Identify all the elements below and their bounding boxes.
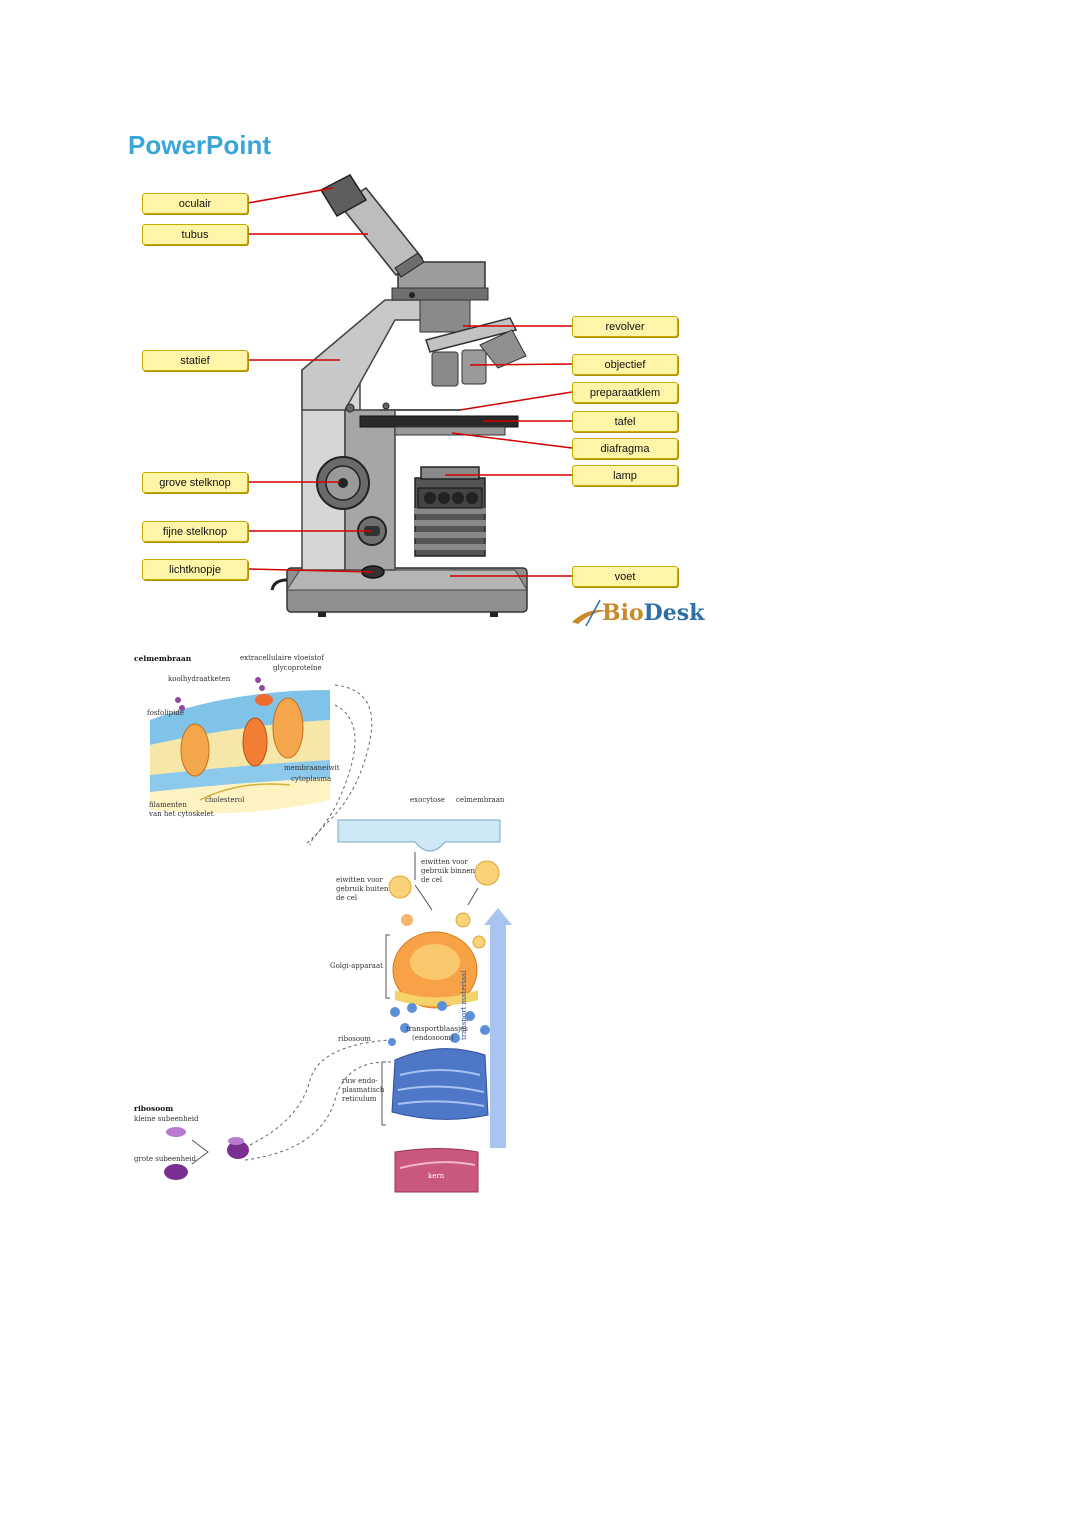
label-tubus: tubus	[142, 224, 248, 245]
label-nucleus: kern	[428, 1172, 445, 1180]
microscope-foot	[270, 567, 528, 617]
label-er-3: reticulum	[342, 1095, 377, 1103]
label-lamp: lamp	[572, 465, 678, 486]
microscope-head	[391, 261, 527, 387]
ribosome-subunits	[164, 1127, 249, 1180]
nucleus	[394, 1148, 479, 1193]
cell-membrane-band	[337, 819, 501, 852]
label-diafragma: diafragma	[572, 438, 678, 459]
logo-desk: Desk	[643, 600, 705, 626]
leader-lines	[247, 187, 573, 577]
label-fijne-stelknop: fijne stelknop	[142, 521, 248, 542]
label-objectief: objectief	[572, 354, 678, 375]
label-membrane-protein: membraaneiwit	[284, 764, 340, 772]
label-lichtknopje: lichtknopje	[142, 559, 248, 580]
label-statief: statief	[142, 350, 248, 371]
label-er-2: plasmatisch	[342, 1086, 385, 1094]
label-ribosome: ribosoom	[338, 1035, 371, 1043]
label-exocytosis: exocytose	[410, 796, 445, 804]
label-large-subunit: grote subeenheid	[134, 1155, 196, 1163]
label-filaments-1: filamenten	[149, 801, 187, 809]
label-transport-arrow: transport materiaal	[460, 970, 468, 1040]
label-extracellular: extracellulaire vloeistof	[240, 654, 324, 662]
label-filaments-2: van het cytoskelet	[149, 810, 214, 818]
label-cytoplasm: cytoplasma	[291, 775, 332, 783]
biodesk-logo-helix	[585, 599, 601, 627]
golgi-bracket	[385, 934, 390, 999]
label-outside-3: de cel	[336, 894, 358, 902]
label-grove-stelknop: grove stelknop	[142, 472, 248, 493]
label-carbohydrate: koolhydraatketen	[168, 675, 231, 683]
rough-er	[391, 1048, 489, 1120]
label-phospholipid: fosfolipide	[147, 709, 185, 717]
label-transport-2: (endosoom)	[412, 1034, 454, 1042]
transport-arrow	[484, 908, 512, 1148]
label-cholesterol: cholesterol	[205, 796, 245, 804]
membrane-title: celmembraan	[134, 654, 192, 663]
label-transport-1: transportblaasjes	[406, 1025, 468, 1033]
label-revolver: revolver	[572, 316, 678, 337]
label-outside-2: gebruik buiten	[336, 885, 389, 893]
microscope-stage	[345, 402, 519, 436]
label-glycoprotein: glycoproteïne	[273, 664, 322, 672]
microscope-arm	[301, 299, 451, 571]
page-title: PowerPoint	[128, 130, 272, 160]
label-preparaatklem: preparaatklem	[572, 382, 678, 403]
coarse-focus-knob	[316, 456, 370, 510]
microscope-tube	[319, 174, 425, 278]
logo-bio: Bio	[602, 600, 644, 626]
biodesk-logo-swoosh	[572, 609, 612, 624]
label-inside-3: de cel	[421, 876, 443, 884]
label-small-subunit: kleine subeenheid	[134, 1115, 199, 1123]
label-golgi: Golgi-apparaat	[330, 962, 383, 970]
label-tafel: tafel	[572, 411, 678, 432]
microscope-diagram	[247, 174, 612, 627]
ribosome-title: ribosoom	[134, 1104, 174, 1113]
label-inside-1: eiwitten voor	[421, 858, 468, 866]
membrane-illustration	[150, 677, 330, 814]
biodesk-logo: BioDesk	[572, 600, 704, 626]
label-outside-1: eiwitten voor	[336, 876, 383, 884]
label-voet: voet	[572, 566, 678, 587]
label-oculair: oculair	[142, 193, 248, 214]
lamp-housing	[414, 466, 486, 557]
label-er-1: ruw endo-	[342, 1077, 378, 1085]
label-inside-2: gebruik binnen	[421, 867, 476, 875]
label-cell-membrane: celmembraan	[456, 796, 505, 804]
